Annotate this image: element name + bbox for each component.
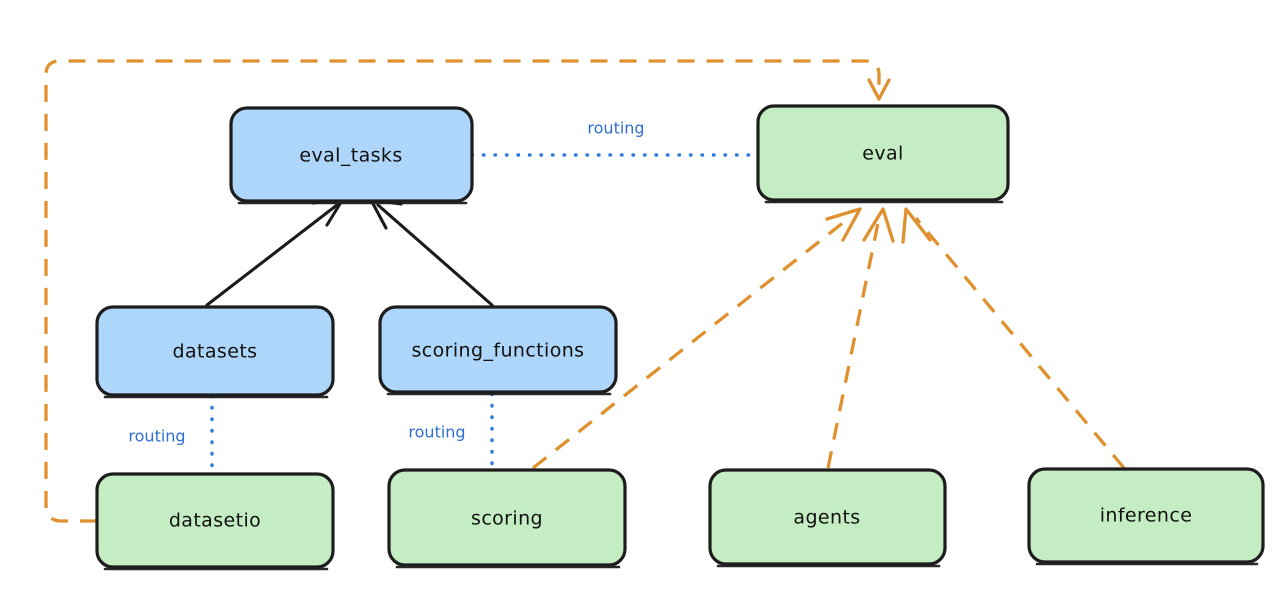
node-scoring-label: scoring — [471, 508, 543, 530]
nodes-layer: eval_tasks eval datasets scoring_functio… — [95, 104, 1265, 571]
node-agents[interactable]: agents — [708, 468, 947, 568]
node-eval-tasks-shape[interactable] — [229, 106, 474, 203]
node-datasets-label: datasets — [173, 341, 258, 363]
edge-agents-eval — [826, 207, 895, 469]
edge-scoring-eval — [531, 207, 862, 470]
edge-inference-eval — [901, 207, 1126, 470]
node-datasetio-shape[interactable] — [95, 472, 335, 569]
node-eval[interactable]: eval — [756, 104, 1010, 204]
edge-scoring-functions-eval-tasks — [369, 198, 494, 307]
node-scoring[interactable]: scoring — [387, 468, 627, 569]
edge-datasets-datasetio: routing — [128, 394, 214, 475]
node-inference-shape[interactable] — [1027, 467, 1265, 564]
node-eval-label: eval — [862, 143, 903, 165]
edge-datasetio-eval — [44, 59, 891, 523]
node-datasetio-label: datasetio — [169, 510, 261, 532]
node-eval-tasks-label: eval_tasks — [299, 145, 402, 167]
edge-label-routing-datasetio: routing — [128, 427, 185, 446]
node-agents-shape[interactable] — [708, 468, 947, 566]
node-scoring-functions-label: scoring_functions — [412, 340, 585, 362]
node-eval-tasks[interactable]: eval_tasks — [229, 106, 474, 205]
node-datasets[interactable]: datasets — [95, 305, 335, 399]
edge-datasets-eval-tasks — [205, 197, 345, 307]
node-eval-shape[interactable] — [756, 104, 1010, 202]
node-scoring-functions[interactable]: scoring_functions — [378, 305, 618, 396]
node-datasets-shape[interactable] — [95, 305, 335, 397]
node-inference-label: inference — [1100, 505, 1193, 527]
edge-scoring-functions-scoring: routing — [408, 392, 494, 471]
node-scoring-functions-shape[interactable] — [378, 305, 618, 394]
node-inference[interactable]: inference — [1027, 467, 1265, 566]
edge-eval-tasks-eval: routing — [470, 119, 759, 157]
edge-label-routing-scoring: routing — [408, 423, 465, 442]
node-datasetio[interactable]: datasetio — [95, 472, 335, 571]
node-agents-label: agents — [793, 507, 860, 529]
node-scoring-shape[interactable] — [387, 468, 627, 567]
edge-label-routing-eval: routing — [587, 119, 644, 138]
